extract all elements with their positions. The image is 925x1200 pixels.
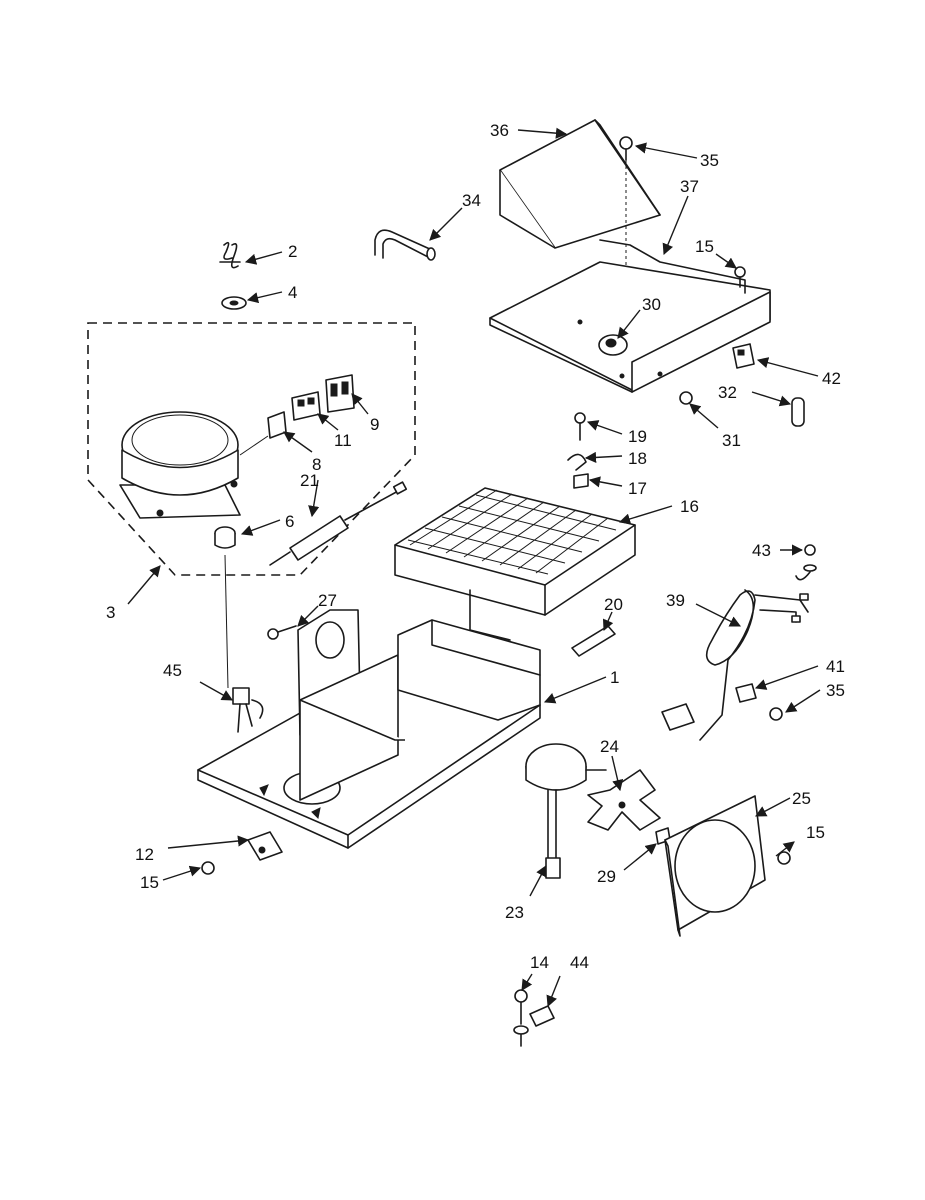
clamp	[567, 453, 587, 471]
screw	[574, 412, 586, 441]
thermostat	[598, 334, 628, 356]
screw	[795, 544, 817, 581]
callout-37: 37	[680, 177, 699, 196]
callout-31: 31	[722, 431, 741, 450]
callout-4: 4	[288, 283, 297, 302]
callout-6: 6	[285, 512, 294, 531]
pan-wall	[299, 654, 405, 801]
compressor-grommet	[214, 526, 236, 549]
screw	[769, 707, 783, 721]
callout-18: 18	[628, 449, 647, 468]
condenser-coil	[394, 487, 636, 641]
callout-36: 36	[490, 121, 509, 140]
compressor	[119, 411, 241, 519]
clip	[573, 473, 589, 489]
leader-lines	[127, 127, 821, 1008]
filter-drier	[269, 481, 408, 566]
cord-bracket	[735, 683, 757, 703]
screw	[201, 861, 215, 875]
callout-12: 12	[135, 845, 154, 864]
screw	[734, 266, 746, 288]
callout-17: 17	[628, 479, 647, 498]
drain-hose	[374, 229, 436, 261]
terminal-block	[247, 831, 283, 861]
callout-19: 19	[628, 427, 647, 446]
screw	[679, 391, 693, 405]
callout-29: 29	[597, 867, 616, 886]
sensor-tube	[571, 625, 616, 657]
callout-16: 16	[680, 497, 699, 516]
clip	[219, 241, 241, 269]
callout-35b: 35	[826, 681, 845, 700]
callout-8: 8	[312, 455, 321, 474]
callout-32: 32	[718, 383, 737, 402]
fan-motor	[525, 743, 607, 879]
callout-15b: 15	[695, 237, 714, 256]
callout-35a: 35	[700, 151, 719, 170]
fan-blade	[587, 769, 661, 831]
cover-panel	[489, 239, 771, 393]
callout-20: 20	[604, 595, 623, 614]
rear-bracket	[397, 619, 541, 721]
callout-labels: 1 2 3 4 6 8 9 11 12 14 15 15 15 16 17 18…	[106, 121, 845, 972]
air-duct	[499, 119, 661, 249]
cap	[529, 1005, 555, 1027]
callout-44: 44	[570, 953, 589, 972]
switch	[732, 343, 755, 369]
screw	[619, 136, 633, 295]
callout-11: 11	[334, 431, 352, 450]
callout-23: 23	[505, 903, 524, 922]
wire-harness	[232, 687, 264, 733]
washer	[221, 296, 247, 310]
relay-cover	[325, 374, 355, 413]
callout-1: 1	[610, 668, 619, 687]
callout-21: 21	[300, 471, 319, 490]
callout-15c: 15	[806, 823, 825, 842]
overload-clip	[267, 411, 287, 439]
callout-24: 24	[600, 737, 619, 756]
screw	[513, 989, 529, 1047]
callout-3: 3	[106, 603, 115, 622]
callout-39: 39	[666, 591, 685, 610]
start-relay	[291, 391, 321, 421]
callout-2: 2	[288, 242, 297, 261]
callout-9: 9	[370, 415, 379, 434]
callout-34: 34	[462, 191, 481, 210]
callout-43: 43	[752, 541, 771, 560]
screw	[267, 625, 297, 640]
callout-27: 27	[318, 591, 337, 610]
callout-42: 42	[822, 369, 841, 388]
callout-14: 14	[530, 953, 549, 972]
callout-25: 25	[792, 789, 811, 808]
callout-30: 30	[642, 295, 661, 314]
callout-45: 45	[163, 661, 182, 680]
power-cord	[661, 589, 809, 741]
callout-41: 41	[826, 657, 845, 676]
pin	[791, 397, 805, 427]
callout-15a: 15	[140, 873, 159, 892]
fan-shroud	[664, 795, 766, 937]
